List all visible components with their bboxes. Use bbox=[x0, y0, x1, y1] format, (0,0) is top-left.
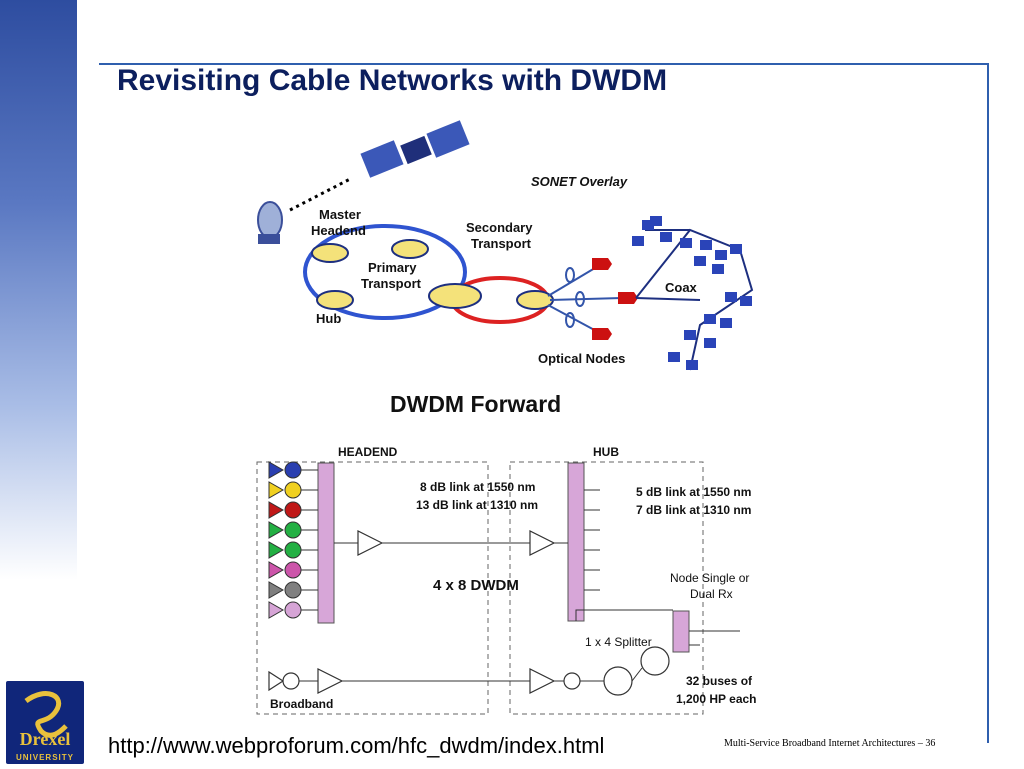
broadband-label: Broadband bbox=[270, 697, 333, 711]
sonet-overlay-label: SONET Overlay bbox=[531, 174, 628, 189]
drexel-logo: Drexel UNIVERSITY bbox=[6, 681, 84, 764]
dwdm-forward-heading: DWDM Forward bbox=[390, 391, 561, 417]
transmitter-triangle bbox=[268, 481, 285, 499]
transmitter-laser-icon bbox=[284, 541, 302, 559]
coax-label: Coax bbox=[665, 280, 698, 295]
hub-demux bbox=[567, 462, 585, 622]
buses-label-2: 1,200 HP each bbox=[676, 692, 757, 706]
node-rx-label-1: Node Single or bbox=[670, 571, 749, 585]
transmitter-laser-icon bbox=[284, 461, 302, 479]
hub-output-taps bbox=[584, 489, 600, 591]
transmitter-laser-icon bbox=[284, 481, 302, 499]
transmitter-triangle bbox=[268, 561, 285, 579]
ring-node-icons bbox=[311, 239, 554, 310]
optical-nodes-label: Optical Nodes bbox=[538, 351, 625, 366]
headend-link-1550: 8 dB link at 1550 nm bbox=[420, 480, 535, 494]
transmitter-laser-icon bbox=[284, 501, 302, 519]
dragon-emblem-icon: Drexel UNIVERSITY bbox=[16, 691, 74, 762]
amplifier-icons bbox=[268, 530, 670, 696]
hub-label: Hub bbox=[316, 311, 341, 326]
sidebar-gradient bbox=[0, 0, 77, 580]
logo-subword: UNIVERSITY bbox=[16, 753, 74, 762]
frame-top-rule bbox=[99, 63, 988, 65]
satellite-dish-icon bbox=[257, 201, 283, 244]
fiber-lines bbox=[283, 542, 740, 682]
source-url[interactable]: http://www.webproforum.com/hfc_dwdm/inde… bbox=[108, 733, 605, 758]
hub-link-1550: 5 dB link at 1550 nm bbox=[636, 485, 751, 499]
transmitter-laser-icon bbox=[284, 561, 302, 579]
transmitter-laser-icon bbox=[284, 521, 302, 539]
hub-box bbox=[509, 461, 704, 715]
transmitter-triangle bbox=[268, 521, 285, 539]
transmitter-triangle bbox=[268, 501, 285, 519]
satellite-icon bbox=[360, 120, 470, 178]
slide-title: Revisiting Cable Networks with DWDM bbox=[117, 64, 668, 97]
transmitter-triangle bbox=[268, 601, 285, 619]
headend-link-1310: 13 dB link at 1310 nm bbox=[416, 498, 538, 512]
buses-label-1: 32 buses of bbox=[686, 674, 753, 688]
slide-footer: Multi-Service Broadband Internet Archite… bbox=[724, 738, 936, 749]
headend-box bbox=[256, 461, 489, 715]
splitter-label: 1 x 4 Splitter bbox=[585, 635, 652, 649]
frame-right-rule bbox=[987, 63, 989, 743]
transmitter-triangle bbox=[268, 581, 285, 599]
optical-links bbox=[547, 264, 623, 334]
logo-word: Drexel bbox=[20, 729, 71, 749]
transmitter-laser-icon bbox=[284, 581, 302, 599]
splitter-block bbox=[672, 610, 690, 653]
hub-label-bottom: HUB bbox=[593, 445, 619, 459]
optical-node-icons bbox=[592, 258, 638, 340]
transmitter-triangle bbox=[268, 461, 285, 479]
primary-ring bbox=[303, 224, 467, 320]
hub-link-1310: 7 dB link at 1310 nm bbox=[636, 503, 751, 517]
headend-label: HEADEND bbox=[338, 445, 398, 459]
satellite-beam bbox=[289, 176, 353, 212]
dwdm-size-label: 4 x 8 DWDM bbox=[433, 577, 519, 594]
transmitter-laser-icon bbox=[284, 601, 302, 619]
node-rx-label-2: Dual Rx bbox=[690, 587, 733, 601]
transmitter-triangle bbox=[268, 541, 285, 559]
transmitter-rows bbox=[268, 461, 318, 619]
headend-mux bbox=[317, 462, 335, 624]
home-icons bbox=[632, 216, 752, 370]
